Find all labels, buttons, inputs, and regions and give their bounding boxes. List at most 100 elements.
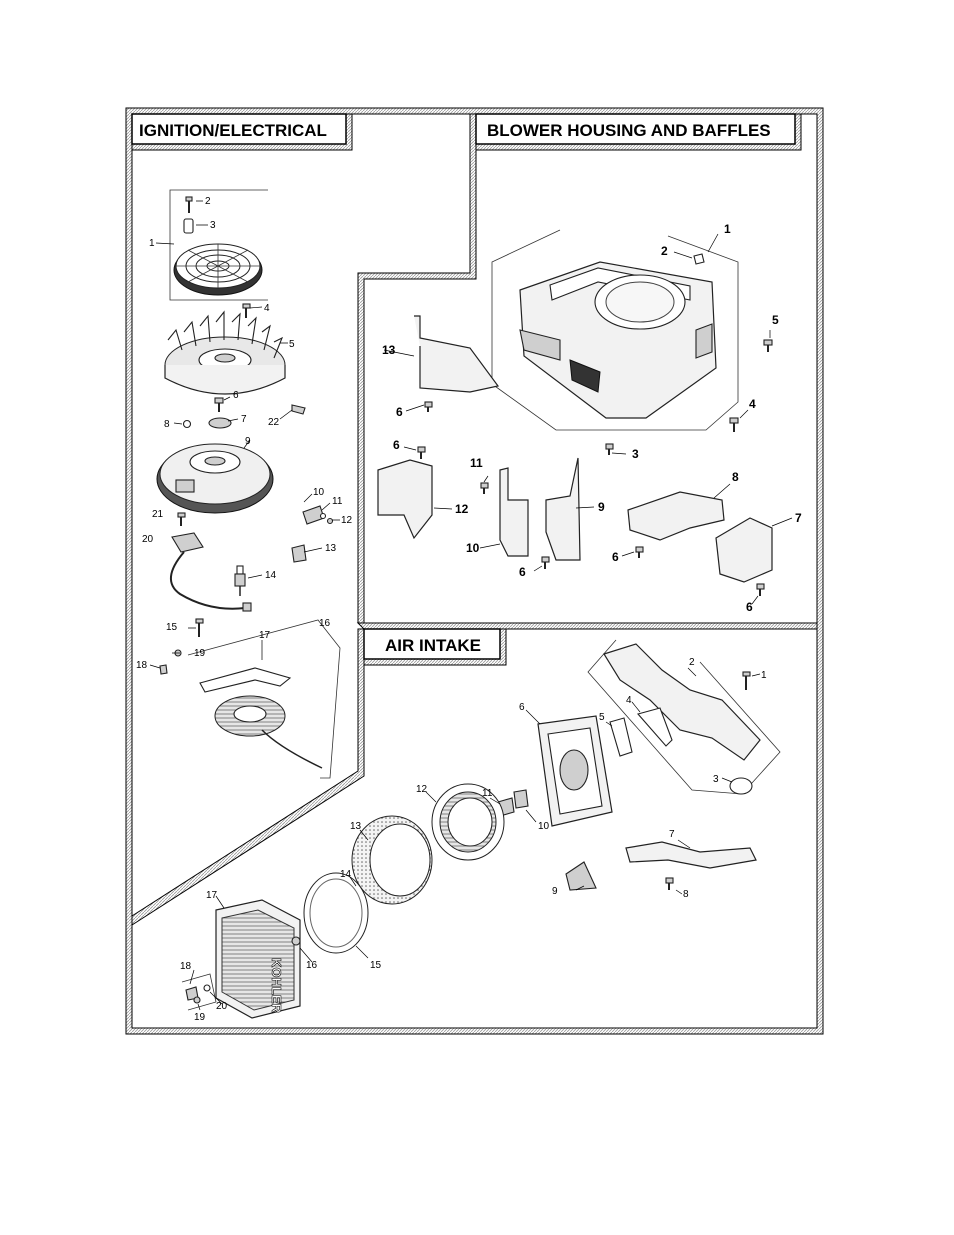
air-callout-13: 13: [350, 821, 362, 832]
air-part-cover-plate-15: [304, 873, 368, 953]
air-part-screw-8: [666, 878, 673, 890]
air-callout-8: 8: [683, 889, 689, 900]
ign-callout-9: 9: [245, 436, 251, 447]
blw-part-baffle-13: [414, 316, 498, 392]
ign-part-nut-8: [184, 421, 191, 428]
air-callout-12: 12: [416, 784, 428, 795]
ign-callout-11: 11: [332, 496, 343, 507]
air-part-gasket-3: [730, 778, 752, 794]
air-callout-14: 14: [340, 869, 352, 880]
air-intake-title-tab: AIR INTAKE: [364, 629, 506, 665]
air-part-base-plate-6: [538, 716, 612, 826]
air-part-screw-19: [194, 997, 200, 1003]
ign-callout-3: 3: [210, 220, 216, 231]
air-part-cover-17: KOHLER: [216, 900, 300, 1018]
blw-callout-6e: 6: [746, 600, 753, 614]
blw-part-baffle-7: [716, 518, 772, 582]
ign-part-spacer-3: [184, 219, 193, 233]
blw-part-baffle-8: [628, 492, 724, 540]
ign-callout-18: 18: [136, 660, 148, 671]
air-part-bolt-1: [743, 672, 750, 690]
ign-part-spark-plug-14: [235, 566, 245, 596]
ign-part-terminal-13: [292, 545, 306, 562]
ignition-title: IGNITION/ELECTRICAL: [139, 121, 327, 140]
blw-part-baffle-10: [500, 468, 528, 556]
blw-part-blower-housing-1: [520, 262, 716, 418]
blw-callout-3: 3: [632, 447, 639, 461]
air-callout-18: 18: [180, 961, 192, 972]
blw-part-screw-11: [481, 483, 488, 494]
blw-part-screw-6d: [636, 547, 643, 558]
blw-callout-9: 9: [598, 500, 605, 514]
ign-part-screw-6: [215, 398, 223, 412]
blw-callout-12: 12: [455, 502, 469, 516]
blw-callout-13: 13: [382, 343, 396, 357]
ign-part-flywheel-9: [157, 444, 273, 513]
kohler-logo: KOHLER: [269, 958, 284, 1014]
blw-part-screw-6a: [425, 402, 432, 412]
air-callout-2: 2: [689, 657, 695, 668]
ign-callout-15: 15: [166, 622, 178, 633]
blw-part-clip-2: [694, 254, 704, 264]
blower-section: 1 2 3 4 5 6 6 6 6 6 7 8 9 10 11 12 13: [378, 222, 802, 614]
ign-callout-12: 12: [341, 515, 353, 526]
ign-callout-16: 16: [319, 618, 331, 629]
ign-callout-10: 10: [313, 487, 325, 498]
air-part-precleaner-13: [352, 816, 432, 904]
blw-part-screw-4: [730, 418, 738, 432]
ign-part-bracket-17: [200, 668, 290, 692]
ign-callout-14: 14: [265, 570, 277, 581]
blw-part-screw-6b: [418, 447, 425, 459]
ign-callout-20: 20: [142, 534, 154, 545]
ign-callout-7: 7: [241, 414, 247, 425]
air-callout-1: 1: [761, 670, 767, 681]
blw-part-screw-6e: [757, 584, 764, 596]
ign-callout-1: 1: [149, 238, 155, 249]
air-callout-19: 19: [194, 1012, 206, 1023]
ign-part-bolt-15: [196, 619, 203, 637]
ign-callout-8: 8: [164, 419, 170, 430]
ign-callout-13: 13: [325, 543, 337, 554]
blw-callout-6a: 6: [396, 405, 403, 419]
ign-part-screw-2: [186, 197, 192, 213]
air-callout-9: 9: [552, 886, 558, 897]
blw-callout-7: 7: [795, 511, 802, 525]
blw-callout-6d: 6: [612, 550, 619, 564]
ign-part-screw-4: [243, 304, 250, 318]
ign-callout-22: 22: [268, 417, 280, 428]
ign-part-washer-7: [209, 418, 231, 428]
ign-part-screw-12: [328, 519, 333, 524]
ign-callout-4: 4: [264, 303, 270, 314]
air-part-gasket-5: [610, 718, 632, 756]
ign-part-clip-18: [160, 665, 167, 674]
blower-title: BLOWER HOUSING AND BAFFLES: [487, 121, 771, 140]
air-part-deflector-9: [566, 862, 596, 890]
air-part-washer-20: [204, 985, 210, 991]
ign-part-screw-21: [178, 513, 185, 526]
ign-callout-2: 2: [205, 196, 211, 207]
ign-part-stator-16: [215, 696, 322, 768]
blw-part-baffle-9: [546, 458, 580, 560]
ign-part-grass-screen-1: [174, 244, 262, 295]
blw-callout-8: 8: [732, 470, 739, 484]
air-intake-title: AIR INTAKE: [385, 636, 481, 655]
air-callout-15: 15: [370, 960, 382, 971]
ign-part-clip-22: [292, 405, 305, 414]
air-callout-3: 3: [713, 774, 719, 785]
ign-callout-21: 21: [152, 509, 164, 520]
blw-callout-5: 5: [772, 313, 779, 327]
air-callout-17: 17: [206, 890, 218, 901]
air-callout-10: 10: [538, 821, 550, 832]
air-part-bracket-7: [626, 842, 756, 868]
blw-callout-2: 2: [661, 244, 668, 258]
blw-part-screw-5: [764, 340, 772, 352]
air-callout-4: 4: [626, 695, 632, 706]
ign-part-nut-11: [321, 514, 326, 519]
air-callout-20: 20: [216, 1001, 228, 1012]
blw-part-baffle-12: [378, 460, 432, 538]
blw-callout-10: 10: [466, 541, 480, 555]
ign-callout-5: 5: [289, 339, 295, 350]
blw-callout-11: 11: [470, 456, 483, 470]
air-callout-16: 16: [306, 960, 318, 971]
